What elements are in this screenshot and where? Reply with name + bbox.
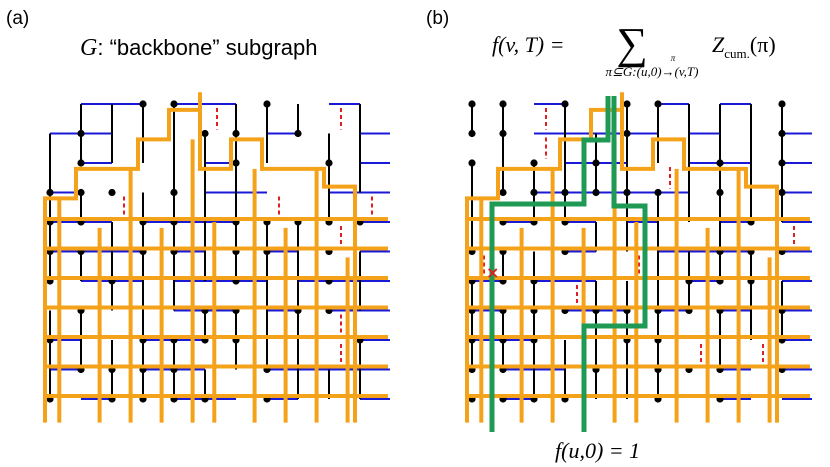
lattice-node: [592, 188, 600, 197]
lattice-node: [170, 188, 178, 197]
lattice-b: ×: [465, 92, 812, 432]
panel-a-label: (a): [6, 8, 29, 29]
lattice-node: [778, 100, 786, 108]
panel-b-formula: f(v, T) = ∑ π⊆G:(u,0)→(v,T) π Zcum.(π): [492, 19, 776, 79]
lattice-node: [499, 188, 507, 197]
path-pi-right: [581, 96, 648, 432]
lattice-node: [530, 188, 538, 197]
lattice-node: [468, 100, 476, 108]
lattice-node: [325, 159, 333, 167]
formula-term: Zcum.(π): [712, 32, 776, 61]
panel-a-title: G: “backbone” subgraph: [80, 35, 317, 61]
lattice-node: [201, 129, 209, 138]
removed-bond-marker: ×: [486, 263, 499, 282]
lattice-node: [592, 159, 600, 167]
lattice-node: [108, 188, 116, 197]
term-symbol: Z: [712, 32, 725, 57]
lattice-node: [468, 159, 476, 167]
backbone-outline: [465, 92, 779, 423]
lattice-node: [778, 159, 786, 167]
lattice-node: [623, 100, 631, 108]
backbone-outline: [43, 92, 357, 423]
lattice-node: [654, 100, 662, 108]
lattice-node: [46, 188, 54, 197]
lattice-node: [778, 188, 786, 197]
panel-a-title-text: : “backbone” subgraph: [97, 35, 317, 60]
lattice-node: [294, 129, 302, 138]
lattice-node: [232, 159, 240, 167]
lattice-node: [77, 188, 85, 197]
lattice-node: [716, 159, 724, 167]
lattice-node: [499, 129, 507, 138]
lattice-node: [530, 159, 538, 167]
sum-arrow-label: π: [671, 53, 676, 63]
lattice-node: [623, 188, 631, 197]
sum-subscript: π⊆G:(u,0)→(v,T): [606, 64, 699, 79]
path-pi-left: [489, 96, 611, 432]
term-subscript: cum.: [724, 46, 750, 61]
lattice-node: [499, 100, 507, 108]
lattice-node: [623, 129, 631, 138]
lattice-node: [77, 159, 85, 167]
lattice-node: [468, 129, 476, 138]
lattice-node: [654, 188, 662, 197]
bottom-formula: f(u,0) = 1: [555, 438, 640, 463]
formula-lhs: f(v, T) =: [492, 32, 564, 57]
term-argument: (π): [750, 32, 776, 57]
panel-a-title-symbol: G: [80, 35, 97, 61]
lattice-node: [561, 100, 569, 108]
lattice-a: [43, 92, 390, 423]
lattice-node: [263, 100, 271, 108]
panel-b-label: (b): [426, 8, 449, 29]
lattice-node: [139, 100, 147, 108]
lattice-node: [232, 129, 240, 138]
lattice-node: [170, 100, 178, 108]
lattice-node: [561, 188, 569, 197]
lattice-node: [716, 188, 724, 197]
sum-sign: ∑: [616, 19, 647, 68]
lattice-node: [77, 129, 85, 138]
lattice-node: [778, 129, 786, 138]
